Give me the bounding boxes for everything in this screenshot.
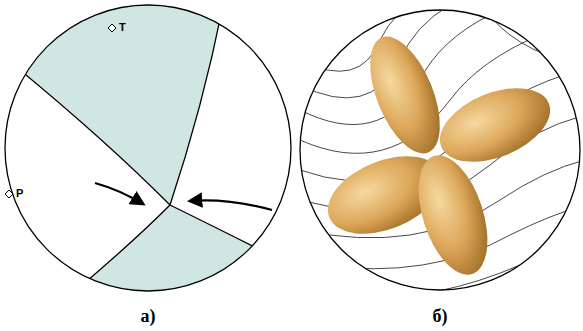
axis-label: T <box>119 21 126 33</box>
beachball <box>0 0 300 320</box>
axis-label: P <box>16 187 23 199</box>
panel-label: а) <box>141 306 156 327</box>
radiation-pattern <box>290 0 583 300</box>
panel-label: б) <box>433 306 448 327</box>
